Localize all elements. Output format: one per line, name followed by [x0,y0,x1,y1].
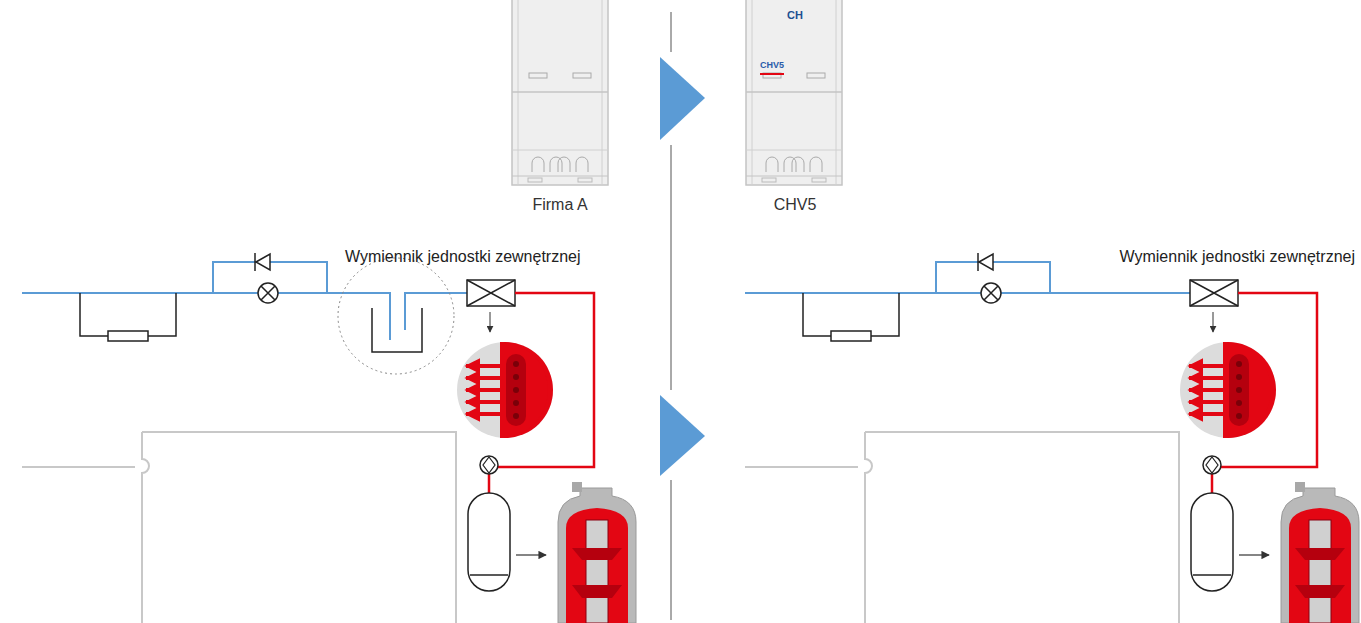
direction-arrow [660,57,705,140]
outdoor-unit [746,0,842,185]
liquid-receiver [338,258,454,374]
outdoor-unit [512,0,608,185]
refrigerant-circuit [22,253,636,623]
refrigerant-circuit [745,253,1359,623]
direction-arrow [660,395,705,476]
logo-underline [760,73,784,75]
component-label: Wymiennik jednostki zewnętrznej [345,247,581,266]
component-label: Wymiennik jednostki zewnętrznej [1119,247,1355,266]
brand-logo: CH [787,9,803,22]
liquid-line [745,292,1190,294]
unit-caption: CHV5 [774,195,817,214]
model-badge: CHV5 [760,60,784,71]
liquid-line [22,293,467,340]
unit-caption: Firma A [532,195,587,214]
